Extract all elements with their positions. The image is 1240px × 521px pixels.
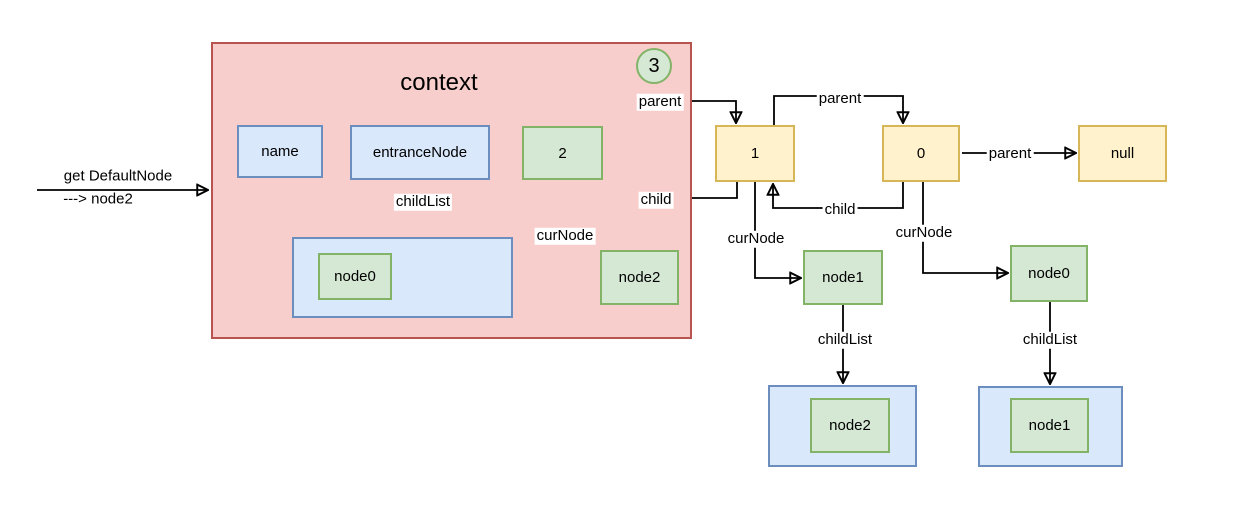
context-title: context	[400, 69, 478, 96]
stack-node-1: 1	[715, 125, 795, 182]
curnode-node1-box: node1	[803, 250, 883, 305]
edge-curnode-0-to-node0	[922, 182, 1007, 273]
incoming-caption-top: get DefaultNode	[63, 167, 173, 185]
entrance-node-box: entranceNode	[350, 125, 490, 180]
step-badge: 3	[636, 48, 672, 84]
parent-label-2-1: parent	[636, 92, 684, 111]
childlist-label-frame0: childList	[1020, 330, 1080, 349]
curnode-label-frame1: curNode	[725, 229, 787, 248]
edge-curnode-1-to-node1	[754, 182, 800, 278]
frame0-childlist-node1: node1	[1010, 398, 1089, 453]
context-childlist-node0: node0	[318, 253, 392, 300]
null-box: null	[1078, 125, 1167, 182]
name-field-box: name	[237, 125, 323, 178]
curnode-label-context: curNode	[534, 226, 596, 245]
curnode-label-frame0: curNode	[893, 223, 955, 242]
stack-node-2: 2	[522, 126, 603, 180]
frame1-childlist-node2: node2	[810, 398, 890, 453]
child-label-1-2: child	[638, 190, 674, 209]
stack-node-0: 0	[882, 125, 960, 182]
childlist-label-frame1: childList	[815, 330, 875, 349]
curnode-node0-box: node0	[1010, 245, 1088, 302]
curnode-node2-box: node2	[600, 250, 679, 305]
parent-label-1-0: parent	[816, 89, 864, 108]
childlist-label-context: childList	[393, 192, 453, 211]
incoming-caption-bottom: ---> node2	[63, 190, 133, 208]
parent-label-0-null: parent	[986, 144, 1034, 163]
child-label-0-1: child	[822, 200, 858, 219]
